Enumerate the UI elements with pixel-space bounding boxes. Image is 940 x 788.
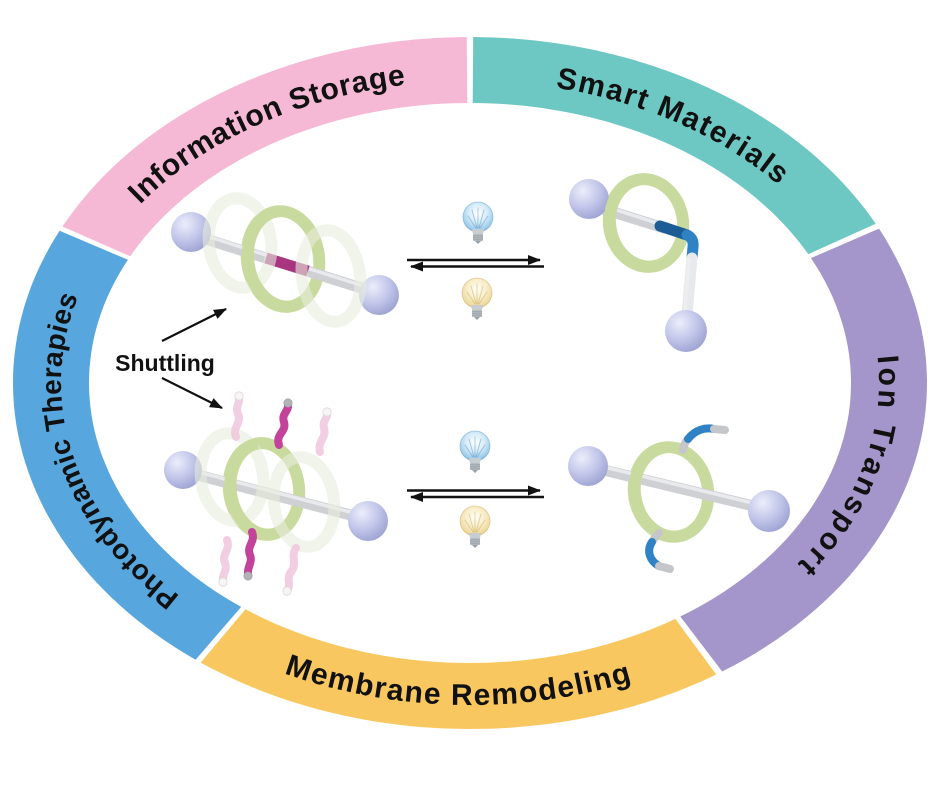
axle-rod	[585, 461, 772, 515]
rotaxane-switched-bottom	[568, 424, 790, 573]
photoswitch-equilibrium-bottom	[407, 430, 544, 549]
stopper-sphere	[568, 446, 608, 486]
macrocycle-ring-front	[242, 205, 291, 313]
arc-information-storage	[62, 37, 468, 257]
shuttling-label: Shuttling	[115, 350, 215, 376]
rotaxane-shuttling-top	[171, 192, 399, 328]
shuttling-arrow-up-icon	[161, 308, 227, 342]
stopper-sphere	[359, 275, 399, 315]
ring-segment-ion-transport: Ion Transport	[680, 228, 927, 672]
blue-arms	[645, 424, 729, 573]
stopper-sphere	[171, 212, 211, 252]
stopper-sphere	[569, 179, 609, 219]
magenta-arms	[243, 398, 293, 581]
ghost-pink-arms	[218, 391, 332, 596]
rotaxane-switched-top	[569, 173, 707, 352]
ring-segment-membrane-remodeling: Membrane Remodeling	[200, 609, 717, 729]
ghost-ring	[295, 224, 367, 328]
ghost-ring	[267, 451, 341, 553]
macrocycle-ring-front	[628, 441, 680, 543]
blue-station-elbow	[681, 229, 699, 264]
photoswitch-equilibrium-top	[407, 201, 544, 321]
lightbulb-blue-icon	[459, 430, 491, 474]
stopper-sphere	[748, 490, 790, 532]
shuttling-arrow-down-icon	[161, 377, 223, 409]
arc-photodynamic-therapies	[13, 230, 242, 660]
ghost-ring	[202, 192, 278, 294]
axle-rod-vertical	[681, 252, 698, 321]
macrocycle-ring-front	[603, 173, 655, 273]
arc-smart-materials	[472, 37, 876, 255]
stopper-sphere	[665, 310, 707, 352]
stopper-sphere	[164, 451, 202, 489]
arc-ion-transport	[680, 228, 927, 672]
lightbulb-blue-icon	[462, 201, 494, 245]
lightbulb-yellow-icon	[461, 277, 493, 321]
arc-membrane-remodeling	[200, 609, 717, 729]
stopper-sphere	[348, 501, 388, 541]
shuttling-annotation: Shuttling	[115, 308, 227, 409]
lightbulb-yellow-icon	[459, 505, 491, 549]
rotaxane-shuttling-bottom	[164, 391, 388, 596]
ring-segment-smart-materials: Smart Materials	[472, 37, 876, 255]
